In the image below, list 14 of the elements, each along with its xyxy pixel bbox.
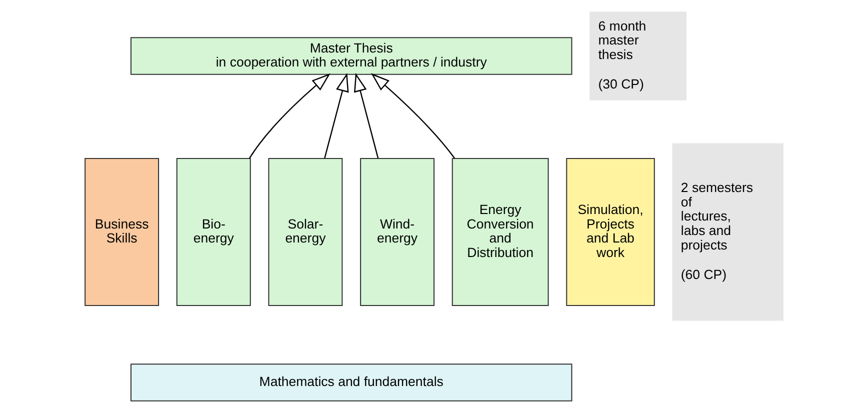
node-box: Energy Conversion and Distribution [452,158,549,306]
node-box: Bio-energy [176,158,251,306]
arrow [324,72,349,158]
arrow [248,73,330,159]
node-box: Simulation, Projects and Lab work [566,158,655,306]
node-box: Wind-energy [360,158,434,306]
node-box: 2 semesters of lectures, labs and projects (60 CP) [672,143,784,321]
arrow [371,73,455,159]
node-box: Master Thesis in cooperation with external partners / industry [130,37,572,75]
node-box: Solar-energy [268,158,343,306]
node-box: Mathematics and fundamentals [130,364,572,402]
node-box: Business Skills [84,158,160,306]
node-box: 6 month master thesis (30 CP) [590,12,686,100]
arrow [354,72,379,158]
